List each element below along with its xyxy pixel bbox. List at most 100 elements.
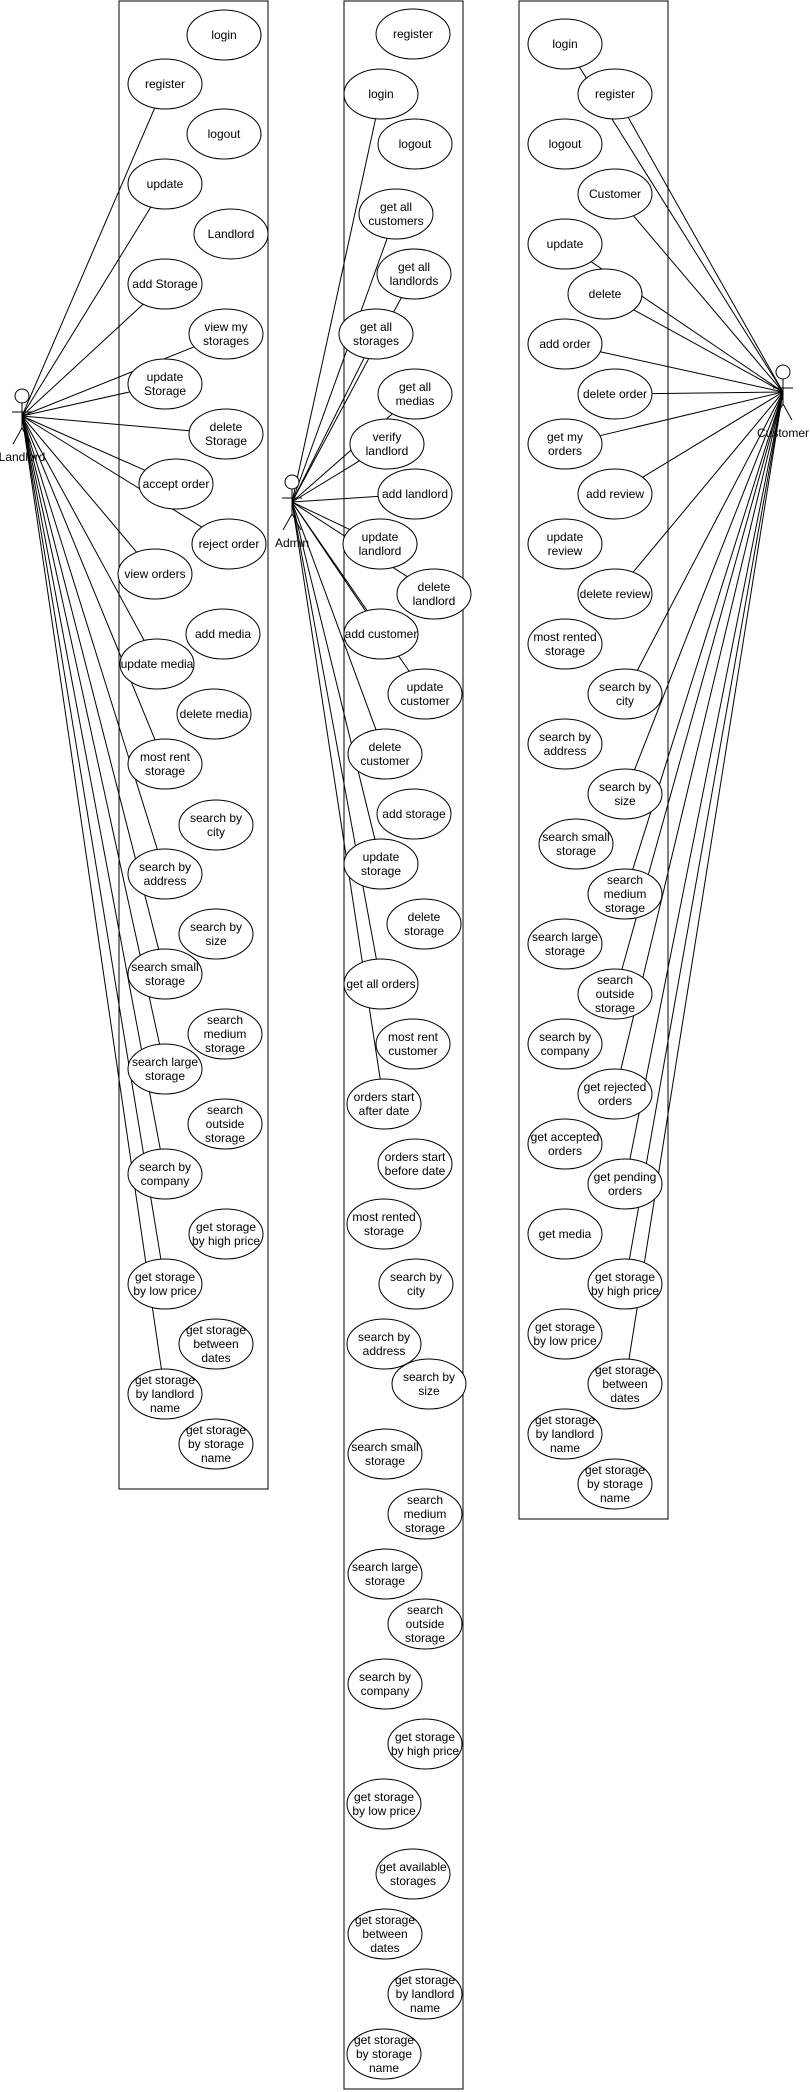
use-case-label: update — [547, 530, 584, 544]
use-case-ellipse — [527, 18, 603, 70]
use-case-label: search — [207, 1103, 243, 1117]
use-case-ellipse — [178, 1318, 254, 1370]
admin-actor: Admin — [275, 474, 309, 550]
customer-association-line — [620, 391, 784, 1070]
use-case-label: get storage — [135, 1270, 195, 1284]
use-case-label: size — [418, 1384, 440, 1398]
customer-association-line — [578, 66, 784, 393]
use-case-ellipse — [587, 1358, 663, 1410]
landlord-association-line — [21, 415, 161, 1150]
use-case-label: by landlord — [536, 1427, 595, 1441]
use-case-label: verify — [373, 430, 402, 444]
use-case-label: Landlord — [208, 227, 255, 241]
use-case-label: medium — [204, 1027, 247, 1041]
use-case-ellipse — [587, 1258, 663, 1310]
use-case-label: get storage — [395, 1973, 455, 1987]
use-case-label: address — [544, 744, 587, 758]
landlord-use-case-accept-order: accept order — [138, 458, 214, 510]
customer-actor: Customer — [757, 364, 809, 440]
use-case-label: storage — [405, 1521, 445, 1535]
use-case-ellipse — [127, 358, 203, 410]
use-case-label: search — [597, 973, 633, 987]
customer-use-case-get-media: get media — [527, 1208, 603, 1260]
use-case-label: dates — [370, 1941, 399, 1955]
use-case-label: medias — [396, 394, 435, 408]
use-case-label: between — [362, 1927, 407, 1941]
use-case-label: delete order — [583, 387, 647, 401]
use-case-label: by landlord — [396, 1987, 455, 2001]
use-case-ellipse — [347, 1908, 423, 1960]
landlord-association-line — [21, 206, 152, 417]
use-case-label: get all — [380, 200, 412, 214]
use-case-label: by storage — [356, 2047, 412, 2061]
customer-association-line — [629, 391, 784, 1160]
use-case-label: orders — [598, 1094, 632, 1108]
use-case-label: search — [607, 873, 643, 887]
landlord-use-case-register: register — [127, 58, 203, 110]
landlord-association-line — [21, 415, 162, 1370]
use-case-label: search by — [190, 811, 242, 825]
use-case-label: address — [144, 874, 187, 888]
system-boundaries — [118, 0, 669, 2090]
use-case-ellipse — [577, 168, 653, 220]
use-case-ellipse — [346, 1198, 422, 1250]
use-case-label: add media — [195, 627, 251, 641]
use-case-label: most rented — [533, 630, 596, 644]
customer-use-case-delete-order: delete order — [577, 368, 653, 420]
use-case-label: name — [201, 1451, 231, 1465]
landlord-actor: Landlord — [0, 388, 45, 464]
use-case-label: register — [595, 87, 635, 101]
use-case-ellipse — [527, 1018, 603, 1070]
customer-association-line — [621, 391, 784, 970]
customer-use-case-update: update — [527, 218, 603, 270]
use-case-label: medium — [404, 1507, 447, 1521]
use-case-label: city — [207, 825, 225, 839]
admin-use-case-login: login — [343, 68, 419, 120]
use-case-label: outside — [206, 1117, 245, 1131]
use-case-label: delete review — [580, 587, 651, 601]
landlord-association-line — [21, 415, 156, 741]
use-case-label: get storage — [595, 1363, 655, 1377]
actor-label: Customer — [757, 426, 809, 440]
use-case-label: by low price — [133, 1284, 197, 1298]
use-case-label: orders — [608, 1184, 642, 1198]
customer-association-line — [628, 391, 784, 1260]
use-case-label: orders start — [354, 1090, 415, 1104]
use-case-ellipse — [377, 1138, 453, 1190]
admin-use-case-logout: logout — [377, 118, 453, 170]
use-case-ellipse — [387, 1488, 463, 1540]
use-case-ellipse — [176, 688, 252, 740]
use-case-label: add storage — [382, 807, 446, 821]
use-case-label: search small — [542, 830, 609, 844]
customer-association-line — [632, 391, 784, 573]
use-case-label: login — [552, 37, 577, 51]
use-case-ellipse — [587, 768, 663, 820]
use-case-ellipse — [375, 8, 451, 60]
use-case-ellipse — [346, 1778, 422, 1830]
use-case-ellipse — [376, 248, 452, 300]
customer-system-boundary — [518, 0, 669, 1520]
use-case-ellipse — [117, 548, 193, 600]
use-case-label: search by — [390, 1270, 442, 1284]
use-case-ellipse — [538, 818, 614, 870]
